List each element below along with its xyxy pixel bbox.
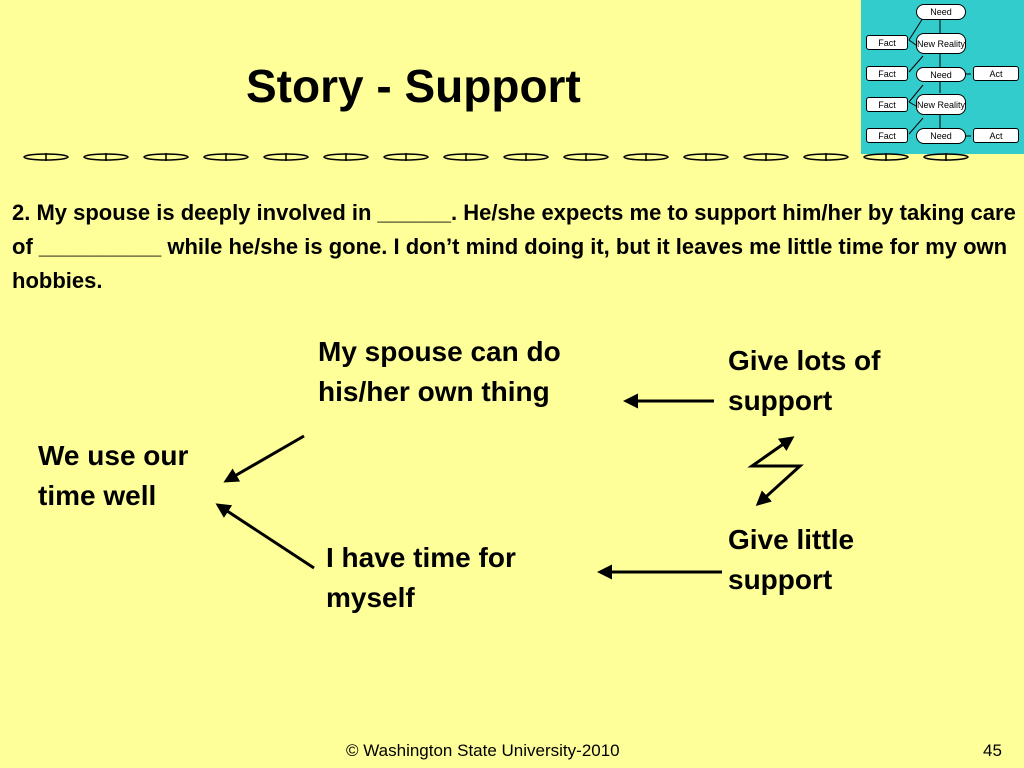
node-spouse-own-thing: My spouse can do his/her own thing — [318, 336, 561, 407]
mini-need-box: Need — [916, 4, 966, 20]
node-we-use-time: We use our time well — [38, 440, 189, 511]
mini-fact-box: Fact — [866, 35, 908, 50]
mini-act-box: Act — [973, 128, 1019, 143]
slide-title: Story - Support — [246, 60, 581, 112]
node-little-support: Give little support — [728, 524, 855, 595]
arrow-time-myself-to-use-time — [215, 503, 315, 570]
page-number: 45 — [983, 741, 1002, 760]
mini-fact-box: Fact — [866, 66, 908, 81]
mini-need-box: Need — [916, 67, 966, 82]
story-paragraph: 2. My spouse is deeply involved in _____… — [12, 200, 1016, 293]
footer-copyright: © Washington State University-2010 — [346, 741, 620, 760]
arrow-own-thing-to-use-time — [223, 434, 305, 483]
mini-new-reality-box: New Reality — [916, 33, 966, 54]
node-lots-support: Give lots of support — [728, 345, 881, 416]
chain-divider — [23, 153, 969, 161]
mini-fact-box: Fact — [866, 128, 908, 143]
mini-fact-need-diagram: Need Fact New Reality Fact Need Act Fact… — [861, 0, 1024, 154]
mini-act-box: Act — [973, 66, 1019, 81]
node-time-for-myself: I have time for myself — [326, 542, 516, 613]
mini-need-box: Need — [916, 128, 966, 144]
conflict-lightning-icon — [747, 436, 804, 507]
mini-fact-box: Fact — [866, 97, 908, 112]
mini-new-reality-box: New Reality — [916, 94, 966, 115]
